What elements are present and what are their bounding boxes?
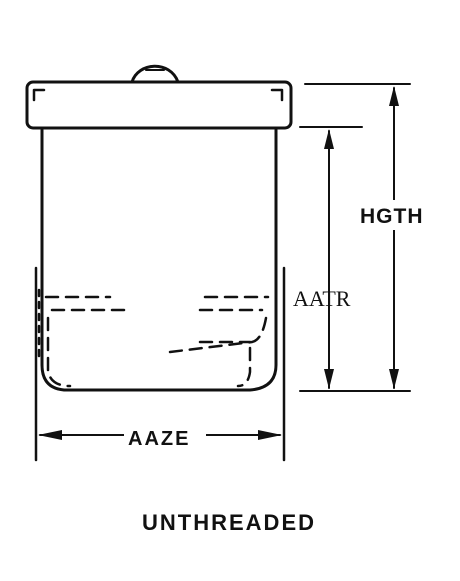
body-bottom — [40, 298, 278, 392]
inner-height-arrow-top — [324, 129, 334, 149]
lid-knob — [130, 64, 180, 84]
inner-height-arrow-bottom — [324, 369, 334, 389]
width-arrow-right — [258, 430, 282, 440]
hidden-lines — [44, 295, 270, 388]
height-arrow-bottom — [389, 369, 399, 389]
lid-corner-right — [270, 88, 284, 102]
hidden-inner-left — [46, 316, 72, 388]
width-label: AAZE — [128, 428, 190, 450]
hidden-inner-right — [168, 316, 268, 354]
container-drawing — [25, 64, 411, 462]
height-label-bg — [358, 200, 430, 230]
width-arrow-left — [38, 430, 62, 440]
width-label-bg — [124, 422, 206, 450]
lid-corner-left — [32, 88, 46, 102]
height-label: HGTH — [360, 205, 424, 228]
lid — [25, 80, 293, 130]
arrowheads — [38, 86, 399, 440]
inner-height-label: AATR — [293, 286, 351, 311]
caption: UNTHREADED — [142, 510, 316, 535]
hidden-inner-right-lower — [236, 346, 252, 388]
height-arrow-top — [389, 86, 399, 106]
